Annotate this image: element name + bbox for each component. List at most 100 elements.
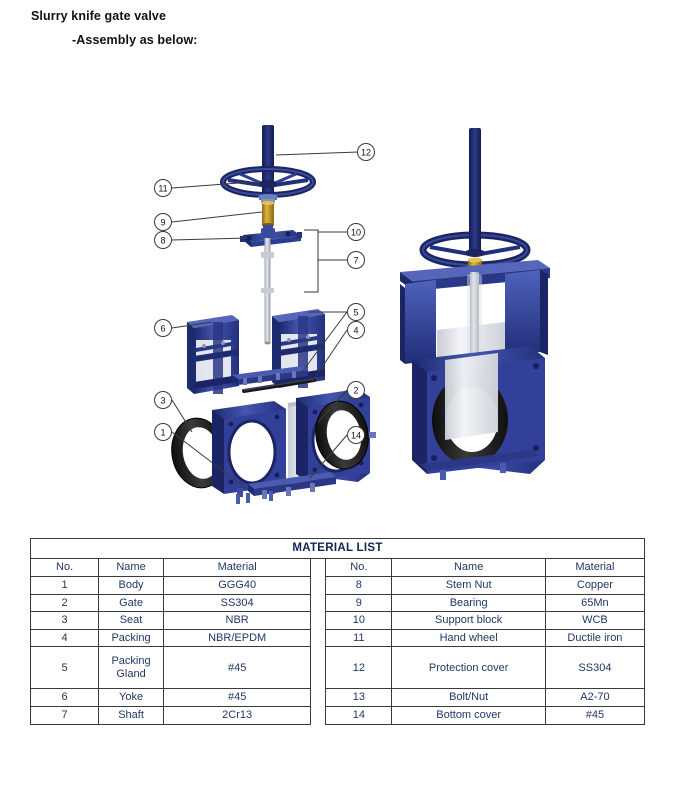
table-row: 3 Seat NBR 10 Support block WCB <box>29 611 646 630</box>
callout-14[interactable]: 14 <box>347 426 365 444</box>
row-name: Stem Nut <box>391 575 546 595</box>
table-row: 4 Packing NBR/EPDM 11 Hand wheel Ductile… <box>29 628 646 648</box>
callout-9-label: 9 <box>160 217 165 227</box>
table-column-gap <box>310 706 326 725</box>
callout-10-label: 10 <box>351 227 361 237</box>
assembled-view <box>400 128 550 480</box>
row-material: SS304 <box>162 593 312 613</box>
callout-6-label: 6 <box>160 323 165 333</box>
row-no: 6 <box>29 688 100 708</box>
row-material: NBR/EPDM <box>162 628 312 648</box>
table-column-gap <box>310 611 326 630</box>
table-header-row: No. Name Material No. Name Material <box>29 558 646 577</box>
row-name: Bolt/Nut <box>391 688 546 708</box>
row-no: 11 <box>325 628 393 648</box>
callout-5[interactable]: 5 <box>347 303 365 321</box>
callout-1[interactable]: 1 <box>154 423 172 441</box>
row-name: Body <box>98 575 164 595</box>
row-name: Hand wheel <box>391 628 546 648</box>
callout-2-label: 2 <box>353 385 358 395</box>
callout-1-label: 1 <box>160 427 165 437</box>
table-title-row: MATERIAL LIST <box>30 537 645 560</box>
page-subtitle: -Assembly as below: <box>72 33 198 47</box>
row-no: 14 <box>325 706 393 725</box>
row-name: Bearing <box>391 593 546 613</box>
row-material: A2-70 <box>544 688 646 708</box>
callout-7[interactable]: 7 <box>347 251 365 269</box>
part-protection-cover <box>259 125 277 200</box>
row-no: 7 <box>29 706 100 725</box>
row-no: 12 <box>325 646 393 690</box>
part-packing-gland <box>232 366 308 385</box>
part-yoke-right <box>272 309 325 388</box>
row-no: 9 <box>325 593 393 613</box>
row-no: 1 <box>29 575 100 595</box>
row-name: Seat <box>98 611 164 630</box>
callout-6[interactable]: 6 <box>154 319 172 337</box>
row-material: #45 <box>162 688 312 708</box>
callout-10[interactable]: 10 <box>347 223 365 241</box>
callout-4-label: 4 <box>353 325 358 335</box>
part-support-block <box>240 228 302 247</box>
callout-8[interactable]: 8 <box>154 231 172 249</box>
header-name-right: Name <box>391 558 546 577</box>
row-name: Protection cover <box>391 646 546 690</box>
callout-12-label: 12 <box>361 147 371 157</box>
callout-leader-lines <box>171 151 359 491</box>
row-no: 13 <box>325 688 393 708</box>
part-yoke-left <box>187 315 239 394</box>
valve-assembly-diagram: 12 11 9 8 10 7 6 5 <box>0 60 675 520</box>
row-material: Ductile iron <box>544 628 646 648</box>
table-column-gap <box>310 629 326 647</box>
callout-11[interactable]: 11 <box>154 179 172 197</box>
row-no: 5 <box>29 646 100 690</box>
row-no: 8 <box>325 575 393 595</box>
row-material: NBR <box>162 611 312 630</box>
table-row: 2 Gate SS304 9 Bearing 65Mn <box>29 593 646 613</box>
row-material: Copper <box>544 575 646 595</box>
table-column-gap <box>310 688 326 707</box>
table-column-gap <box>310 576 326 594</box>
table-column-gap <box>310 594 326 612</box>
material-list-table: MATERIAL LIST No. Name Material No. Name… <box>29 537 646 725</box>
callout-11-label: 11 <box>158 183 167 193</box>
row-name: Bottom cover <box>391 706 546 725</box>
header-material-left: Material <box>162 558 312 577</box>
row-material: 65Mn <box>544 593 646 613</box>
callout-4[interactable]: 4 <box>347 321 365 339</box>
row-no: 3 <box>29 611 100 630</box>
callout-7-label: 7 <box>353 255 358 265</box>
header-no-right: No. <box>325 558 393 577</box>
table-column-gap <box>310 646 326 689</box>
row-name: Support block <box>391 611 546 630</box>
row-material: #45 <box>162 646 312 690</box>
row-no: 10 <box>325 611 393 630</box>
callout-3[interactable]: 3 <box>154 391 172 409</box>
row-name: Yoke <box>98 688 164 708</box>
part-bolt-nut <box>236 491 273 504</box>
header-material-right: Material <box>544 558 646 577</box>
row-name: Packing <box>98 628 164 648</box>
header-name-left: Name <box>98 558 164 577</box>
table-column-gap <box>310 558 326 577</box>
row-material: SS304 <box>544 646 646 690</box>
callout-group: 12 11 9 8 10 7 6 5 <box>154 143 375 444</box>
row-material: WCB <box>544 611 646 630</box>
callout-14-label: 14 <box>351 430 361 440</box>
callout-9[interactable]: 9 <box>154 213 172 231</box>
exploded-view <box>171 125 376 504</box>
callout-2[interactable]: 2 <box>347 381 365 399</box>
callout-12[interactable]: 12 <box>357 143 375 161</box>
row-material: 2Cr13 <box>162 706 312 725</box>
page-title: Slurry knife gate valve <box>31 9 167 23</box>
row-no: 4 <box>29 628 100 648</box>
row-material: #45 <box>544 706 646 725</box>
table-row: 7 Shaft 2Cr13 14 Bottom cover #45 <box>29 706 646 725</box>
table-row: 1 Body GGG40 8 Stem Nut Copper <box>29 575 646 595</box>
row-name: Gate <box>98 593 164 613</box>
part-packing <box>242 378 316 393</box>
row-material: GGG40 <box>162 575 312 595</box>
part-shaft <box>261 238 274 345</box>
part-seat-right <box>315 400 369 470</box>
material-list-title: MATERIAL LIST <box>30 537 645 560</box>
